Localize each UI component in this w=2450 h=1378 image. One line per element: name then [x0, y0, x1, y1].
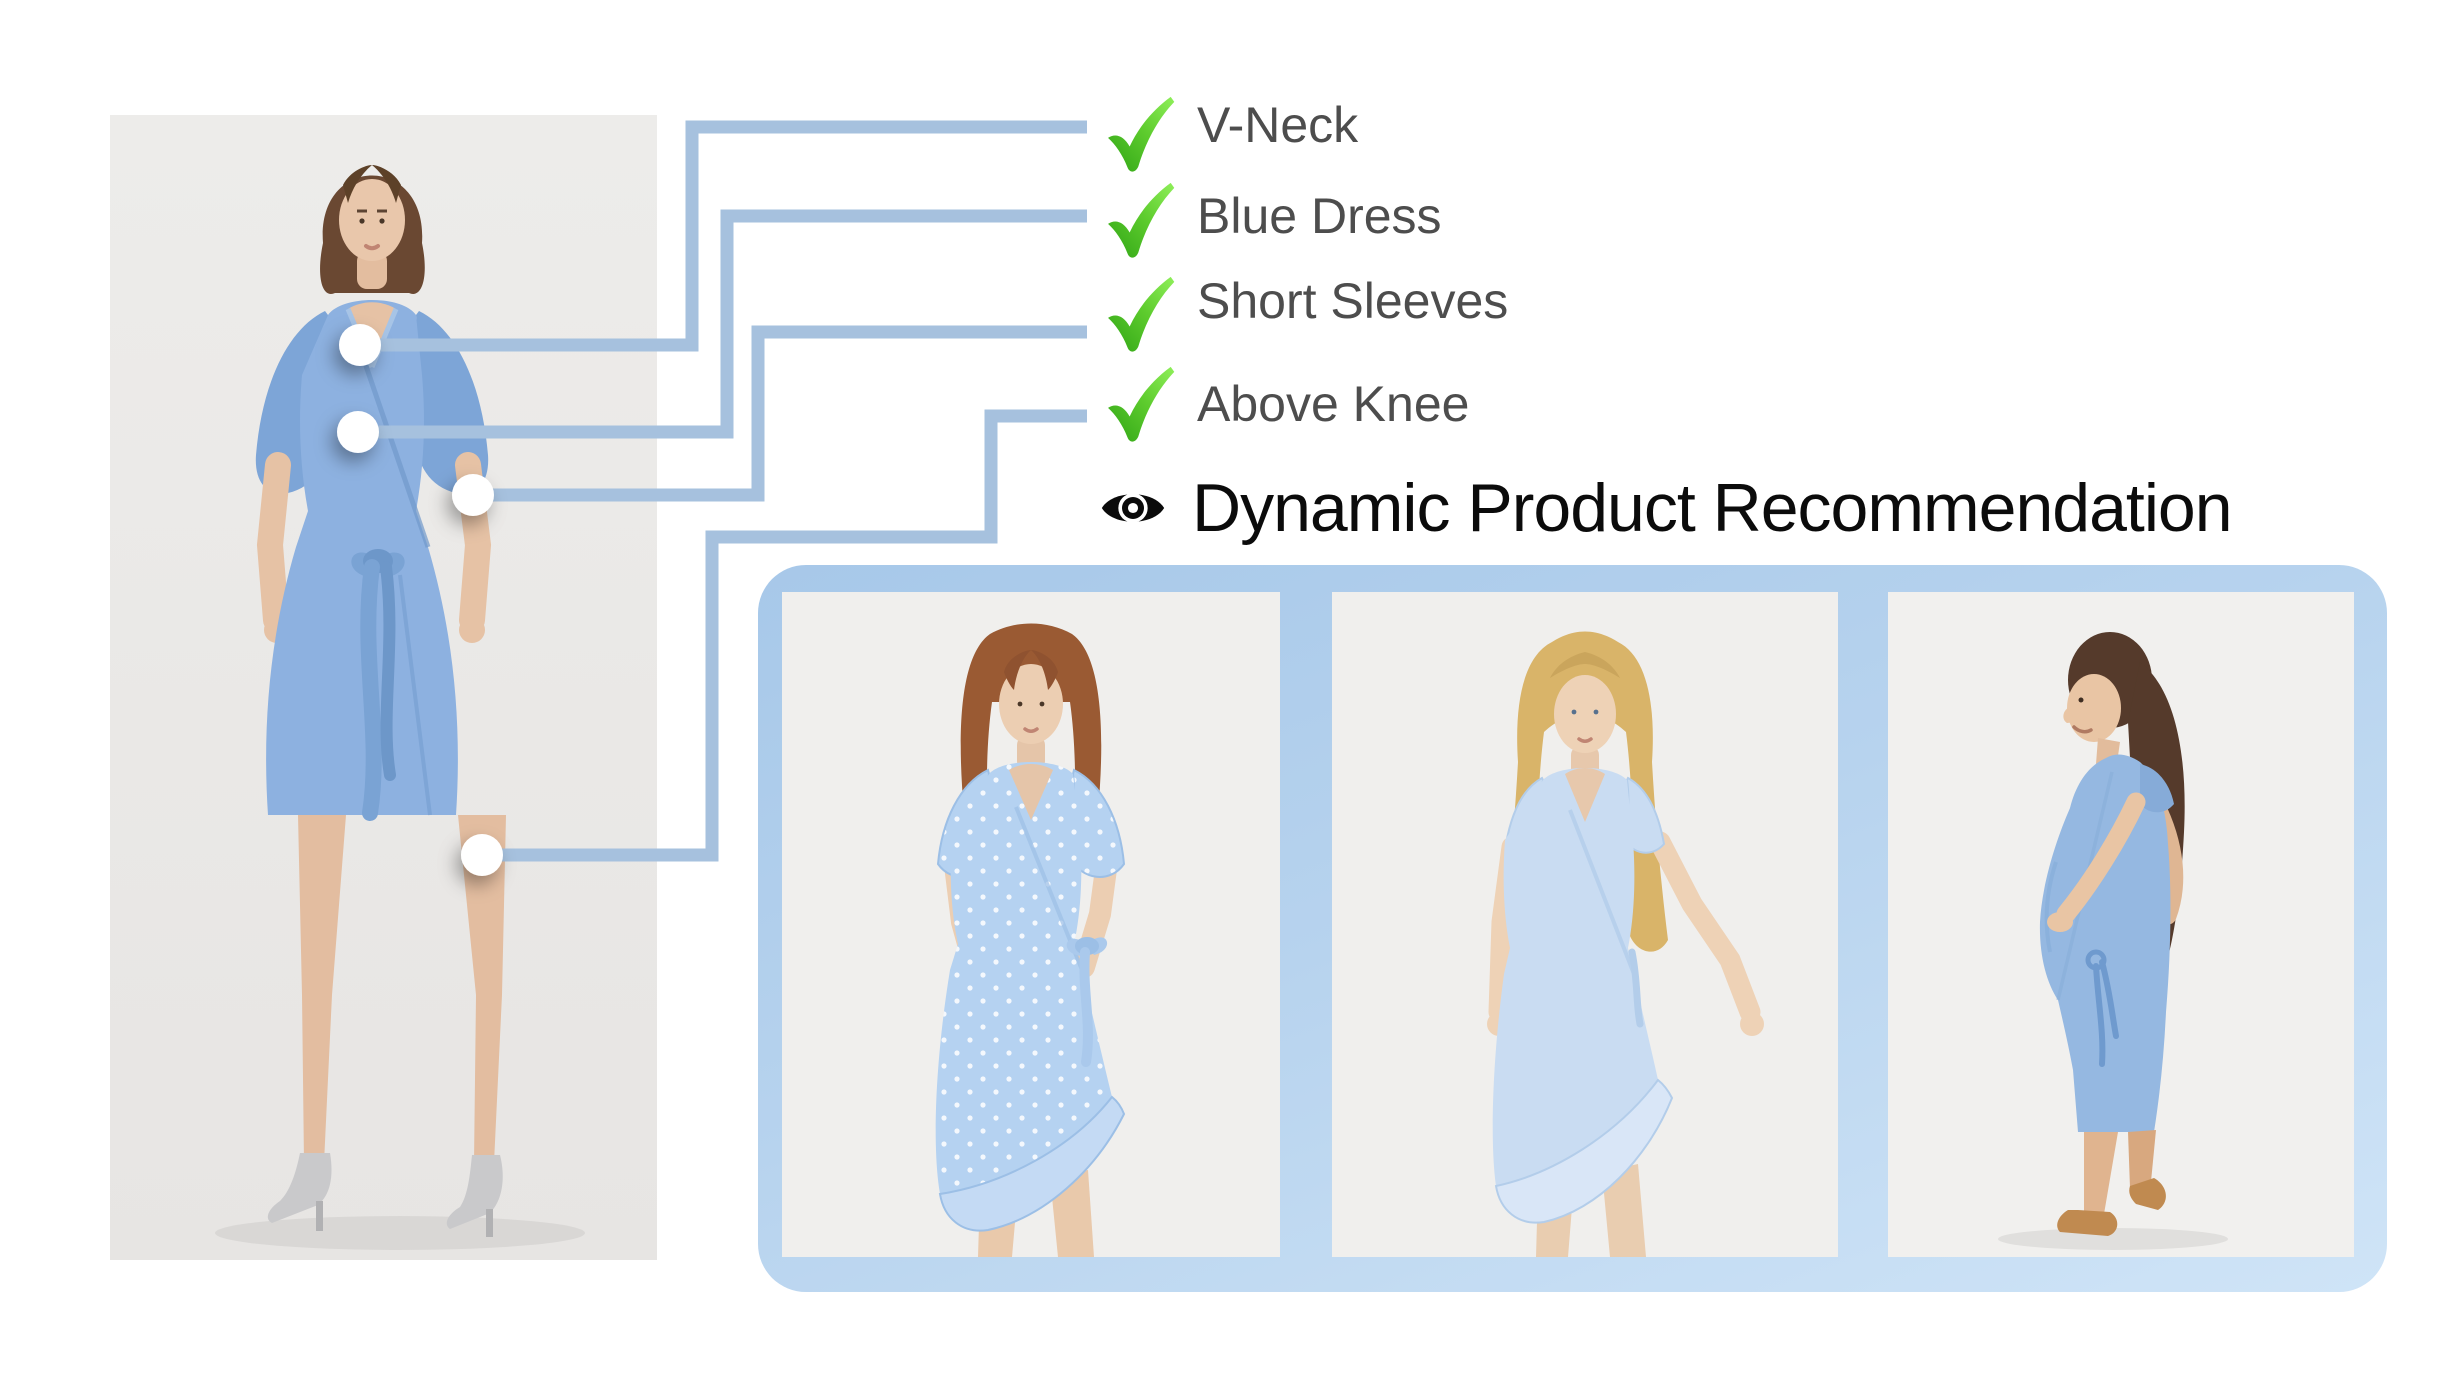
recommended-product-1 [782, 592, 1280, 1257]
recommendation-panel [758, 565, 2387, 1292]
eye-icon [1100, 483, 1166, 533]
recommended-product-3 [1888, 592, 2354, 1257]
check-icon-blue-dress [1103, 178, 1175, 264]
check-icon-v-neck [1103, 92, 1175, 178]
main-product-photo [110, 115, 657, 1260]
attribute-label-above-knee: Above Knee [1197, 376, 1470, 432]
heading-text: Dynamic Product Recommendation [1192, 470, 2233, 546]
main-model-illustration [110, 115, 657, 1260]
dynamic-recommendation-heading: Dynamic Product Recommendation [1100, 470, 2233, 546]
attribute-label-v-neck: V-Neck [1197, 97, 1359, 153]
check-icon-short-sleeves [1103, 272, 1175, 358]
recommended-product-2 [1332, 592, 1838, 1257]
attribute-label-blue-dress: Blue Dress [1197, 188, 1442, 244]
check-icon-above-knee [1103, 362, 1175, 448]
attribute-label-short-sleeves: Short Sleeves [1197, 273, 1509, 329]
